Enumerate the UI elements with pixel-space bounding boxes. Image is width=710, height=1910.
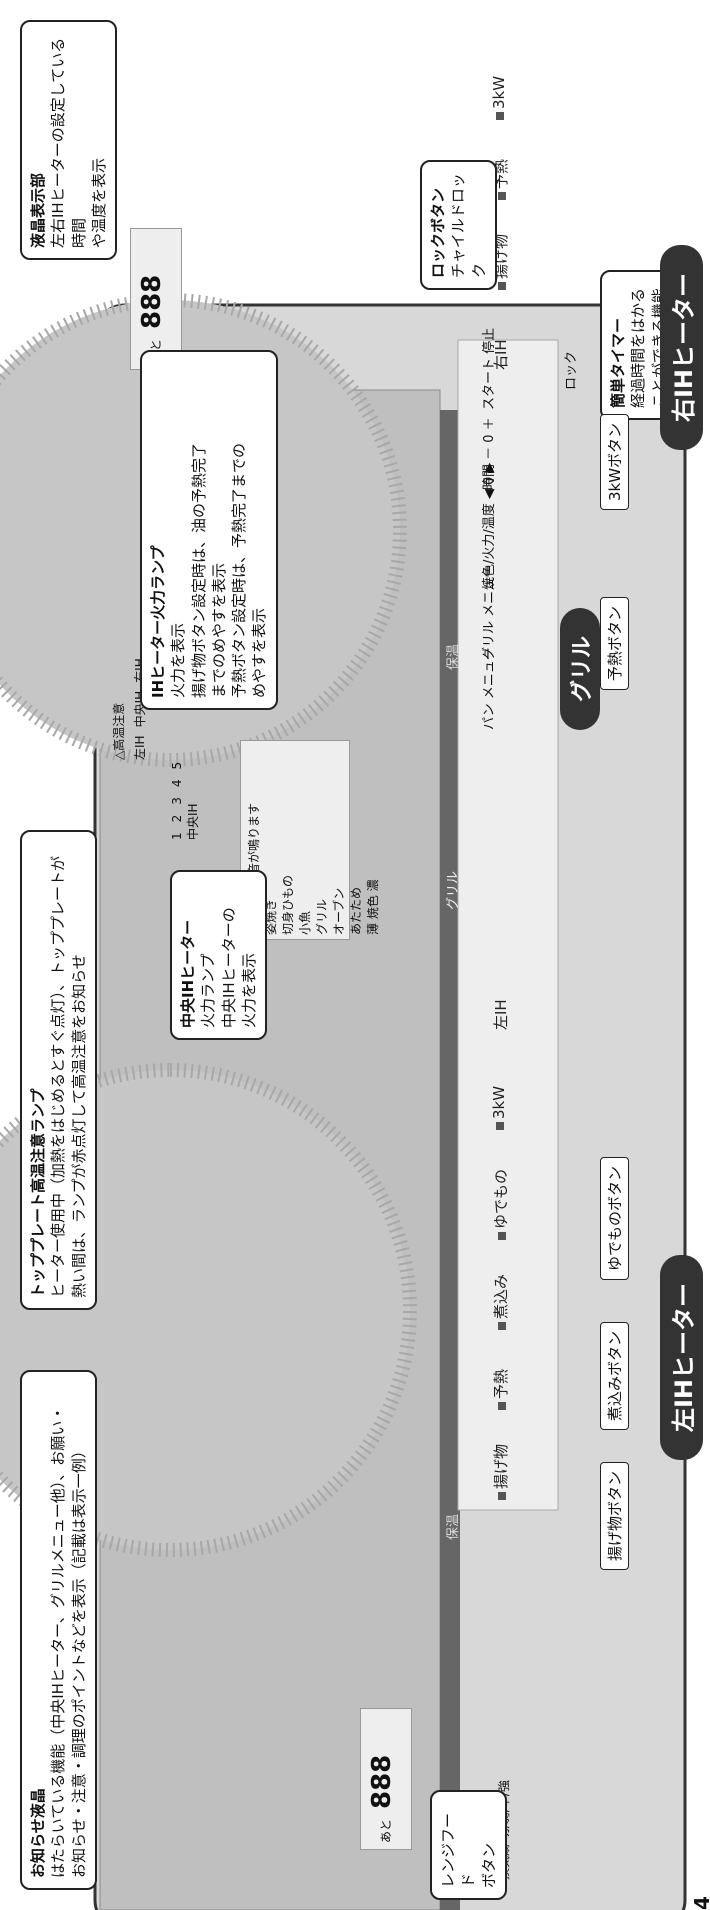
callout-center-ih-title: 中央IHヒーター	[179, 919, 197, 1028]
callout-ih-fire-title: IHヒーター火力ランプ	[149, 545, 167, 698]
panel-yudemono-button[interactable]: ゆでもの	[490, 1169, 511, 1240]
left-ih-label: 左IH	[492, 999, 510, 1030]
center-scale-1: 1	[170, 832, 184, 840]
callout-high-temp-lamp: トッププレート高温注意ランプ ヒーター使用中（加熱をはじめるとすぐ点灯）、トップ…	[20, 830, 97, 1310]
grill-menu-5: オーブン	[332, 887, 346, 935]
center-scale-2: 2	[170, 814, 184, 823]
panel-3kw-button[interactable]: 3kW	[490, 1086, 508, 1130]
warning-left-ih: 左IH	[133, 735, 147, 760]
center-scale-5: 5	[170, 761, 184, 770]
panel-nikomi-button[interactable]: 煮込み	[490, 1274, 511, 1330]
callout-lock-title: ロックボタン	[429, 187, 447, 278]
panel-agemono-button[interactable]: 揚げ物	[490, 1444, 511, 1500]
right-3kw-button[interactable]: 3kW	[490, 76, 508, 120]
callout-lcd-info-line-2: お知らせ・注意・調理のポイントなどを表示（記載は表示一例）	[69, 1443, 88, 1878]
callout-range-hood-line-2: ボタン	[479, 1842, 498, 1888]
lcd-left-time: 888	[367, 1754, 397, 1809]
label-grill: グリル	[560, 607, 600, 730]
callout-lock-button: ロックボタン チャイルドロック	[420, 160, 497, 290]
tag-nikomi: 煮込みボタン	[600, 1321, 629, 1430]
callout-ih-fire-line-3: までのめやすを表示	[209, 562, 228, 698]
right-lamp-scale: 保温	[440, 350, 461, 670]
callout-high-temp-title: トッププレート高温注意ランプ	[29, 1088, 47, 1298]
callout-lcd-info-title: お知らせ液晶	[29, 1788, 47, 1878]
right-ih-label: 右IH	[492, 339, 510, 370]
keep-warm-label-left: 保温	[446, 1513, 461, 1540]
page-number: 4	[690, 1896, 710, 1910]
callout-lcd-display-line-2: や温度を表示	[89, 157, 108, 248]
high-temp-title: △高温注意	[112, 702, 126, 760]
tag-yudemono: ゆでものボタン	[600, 1156, 629, 1280]
shade-label: 焼色	[366, 895, 380, 920]
callout-lcd-display-title: 液晶表示部	[29, 172, 47, 248]
callout-center-ih-line-2: 中央IHヒーターの	[219, 907, 238, 1028]
grill-menu-3: 小魚	[298, 910, 312, 935]
left-button-row: 揚げ物 予熱 煮込み ゆでもの 3kW 左IH	[490, 790, 530, 1570]
callout-center-ih-line-3: 火力を表示	[239, 952, 258, 1028]
center-ih-scale: 1 2 3 4 5 中央IH	[170, 700, 230, 840]
callout-ih-fire-line-4: 予熱ボタン設定時は、予熱完了までの	[230, 442, 248, 698]
grill-menu-6: あたため	[349, 886, 363, 935]
tag-3kw: 3kWボタン	[600, 413, 629, 510]
keep-warm-label-right: 保温	[446, 643, 461, 670]
center-scale-4: 4	[170, 779, 184, 788]
shade-dark: 濃	[366, 879, 380, 892]
center-scale-3: 3	[170, 797, 184, 805]
callout-lcd-display: 液晶表示部 左右IHヒーターの設定している時間 や温度を表示	[20, 20, 117, 260]
label-right-ih: 右IHヒーター	[660, 244, 703, 450]
callout-ih-fire-line-5: めやすを表示	[250, 607, 269, 698]
callout-lcd-info: お知らせ液晶 はたらいている機能（中央IHヒーター、グリルメニュー他）、お願い・…	[20, 1370, 97, 1890]
tag-agemono: 揚げ物ボタン	[600, 1461, 629, 1570]
panel-yonetsu-button[interactable]: 予熱	[490, 1369, 511, 1410]
grill-button-row: パン メニュー グリル メニュー 焼色/火力/温度 ◀ 0 ▶ 時間 － 0 ＋…	[478, 310, 538, 730]
callout-center-ih-lamp: 中央IHヒーター 火力ランプ 中央IHヒーターの 火力を表示	[170, 870, 267, 1040]
callout-timer-line-1: 経過時間をはかる	[629, 287, 648, 408]
callout-lcd-display-line-1: 左右IHヒーターの設定している時間	[49, 37, 88, 248]
callout-range-hood: レンジフード ボタン	[430, 1790, 507, 1900]
callout-ih-fire-lamp: IHヒーター火力ランプ 火力を表示 揚げ物ボタン設定時は、油の予熱完了 までのめ…	[140, 350, 278, 710]
callout-ih-fire-line-1: 火力を表示	[169, 622, 188, 698]
callout-range-hood-line-1: レンジフード	[439, 1812, 478, 1888]
lcd-left-remaining: あと	[379, 1818, 393, 1843]
callout-lock-line-1: チャイルドロック	[449, 173, 488, 278]
tag-yonetsu: 予熱ボタン	[600, 596, 629, 690]
callout-timer-title: 簡単タイマー	[609, 317, 627, 408]
grill-menu-4: グリル	[315, 898, 329, 935]
lock-button[interactable]: ロック	[564, 350, 579, 390]
lcd-right-time: 888	[137, 274, 167, 329]
callout-lcd-info-line-1: はたらいている機能（中央IHヒーター、グリルメニュー他）、お願い・	[49, 1405, 68, 1878]
callout-high-temp-line-2: 熱い間は、ランプが赤点灯して高温注意をお知らせ	[69, 954, 88, 1298]
label-left-ih: 左IHヒーター	[660, 1254, 703, 1460]
callout-high-temp-line-1: ヒーター使用中（加熱をはじめるとすぐ点灯）、トッププレートが	[49, 855, 68, 1298]
grill-time-button[interactable]: 時間 － 0 ＋	[482, 417, 497, 490]
lcd-right: 888 あと	[130, 228, 182, 370]
grill-strip-label: グリル	[446, 870, 461, 910]
lcd-left: 888 あと	[360, 1708, 412, 1850]
center-ih-label: 中央IH	[186, 803, 200, 840]
shade-thin: 薄	[366, 922, 380, 935]
grill-menu-2: 切身ひもの	[281, 874, 295, 935]
left-lamp-scale: 保温	[440, 1220, 461, 1540]
callout-center-ih-line-1: 火力ランプ	[199, 953, 218, 1028]
callout-ih-fire-line-2: 揚げ物ボタン設定時は、油の予熱完了	[189, 442, 208, 698]
